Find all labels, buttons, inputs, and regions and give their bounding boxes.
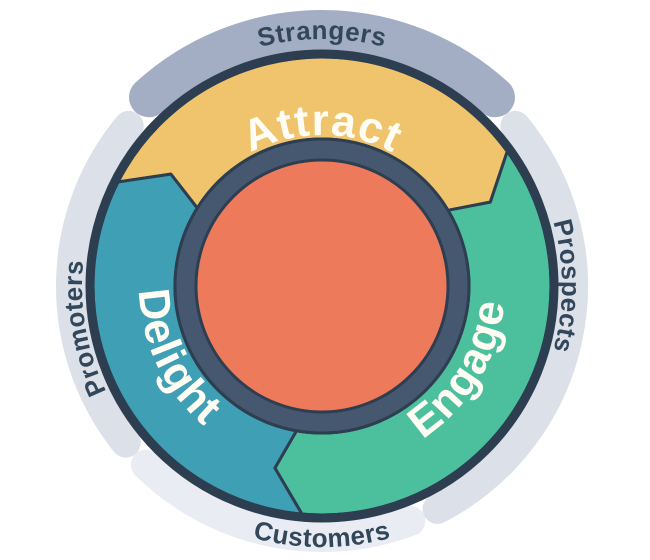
ring-arc-promoters xyxy=(55,110,144,458)
core-circle xyxy=(194,158,450,414)
ring-arc-prospects xyxy=(422,110,589,524)
wheel-rim xyxy=(85,49,559,523)
ring-arc-customers xyxy=(130,449,426,553)
ring-arc-strangers-band xyxy=(129,10,515,118)
